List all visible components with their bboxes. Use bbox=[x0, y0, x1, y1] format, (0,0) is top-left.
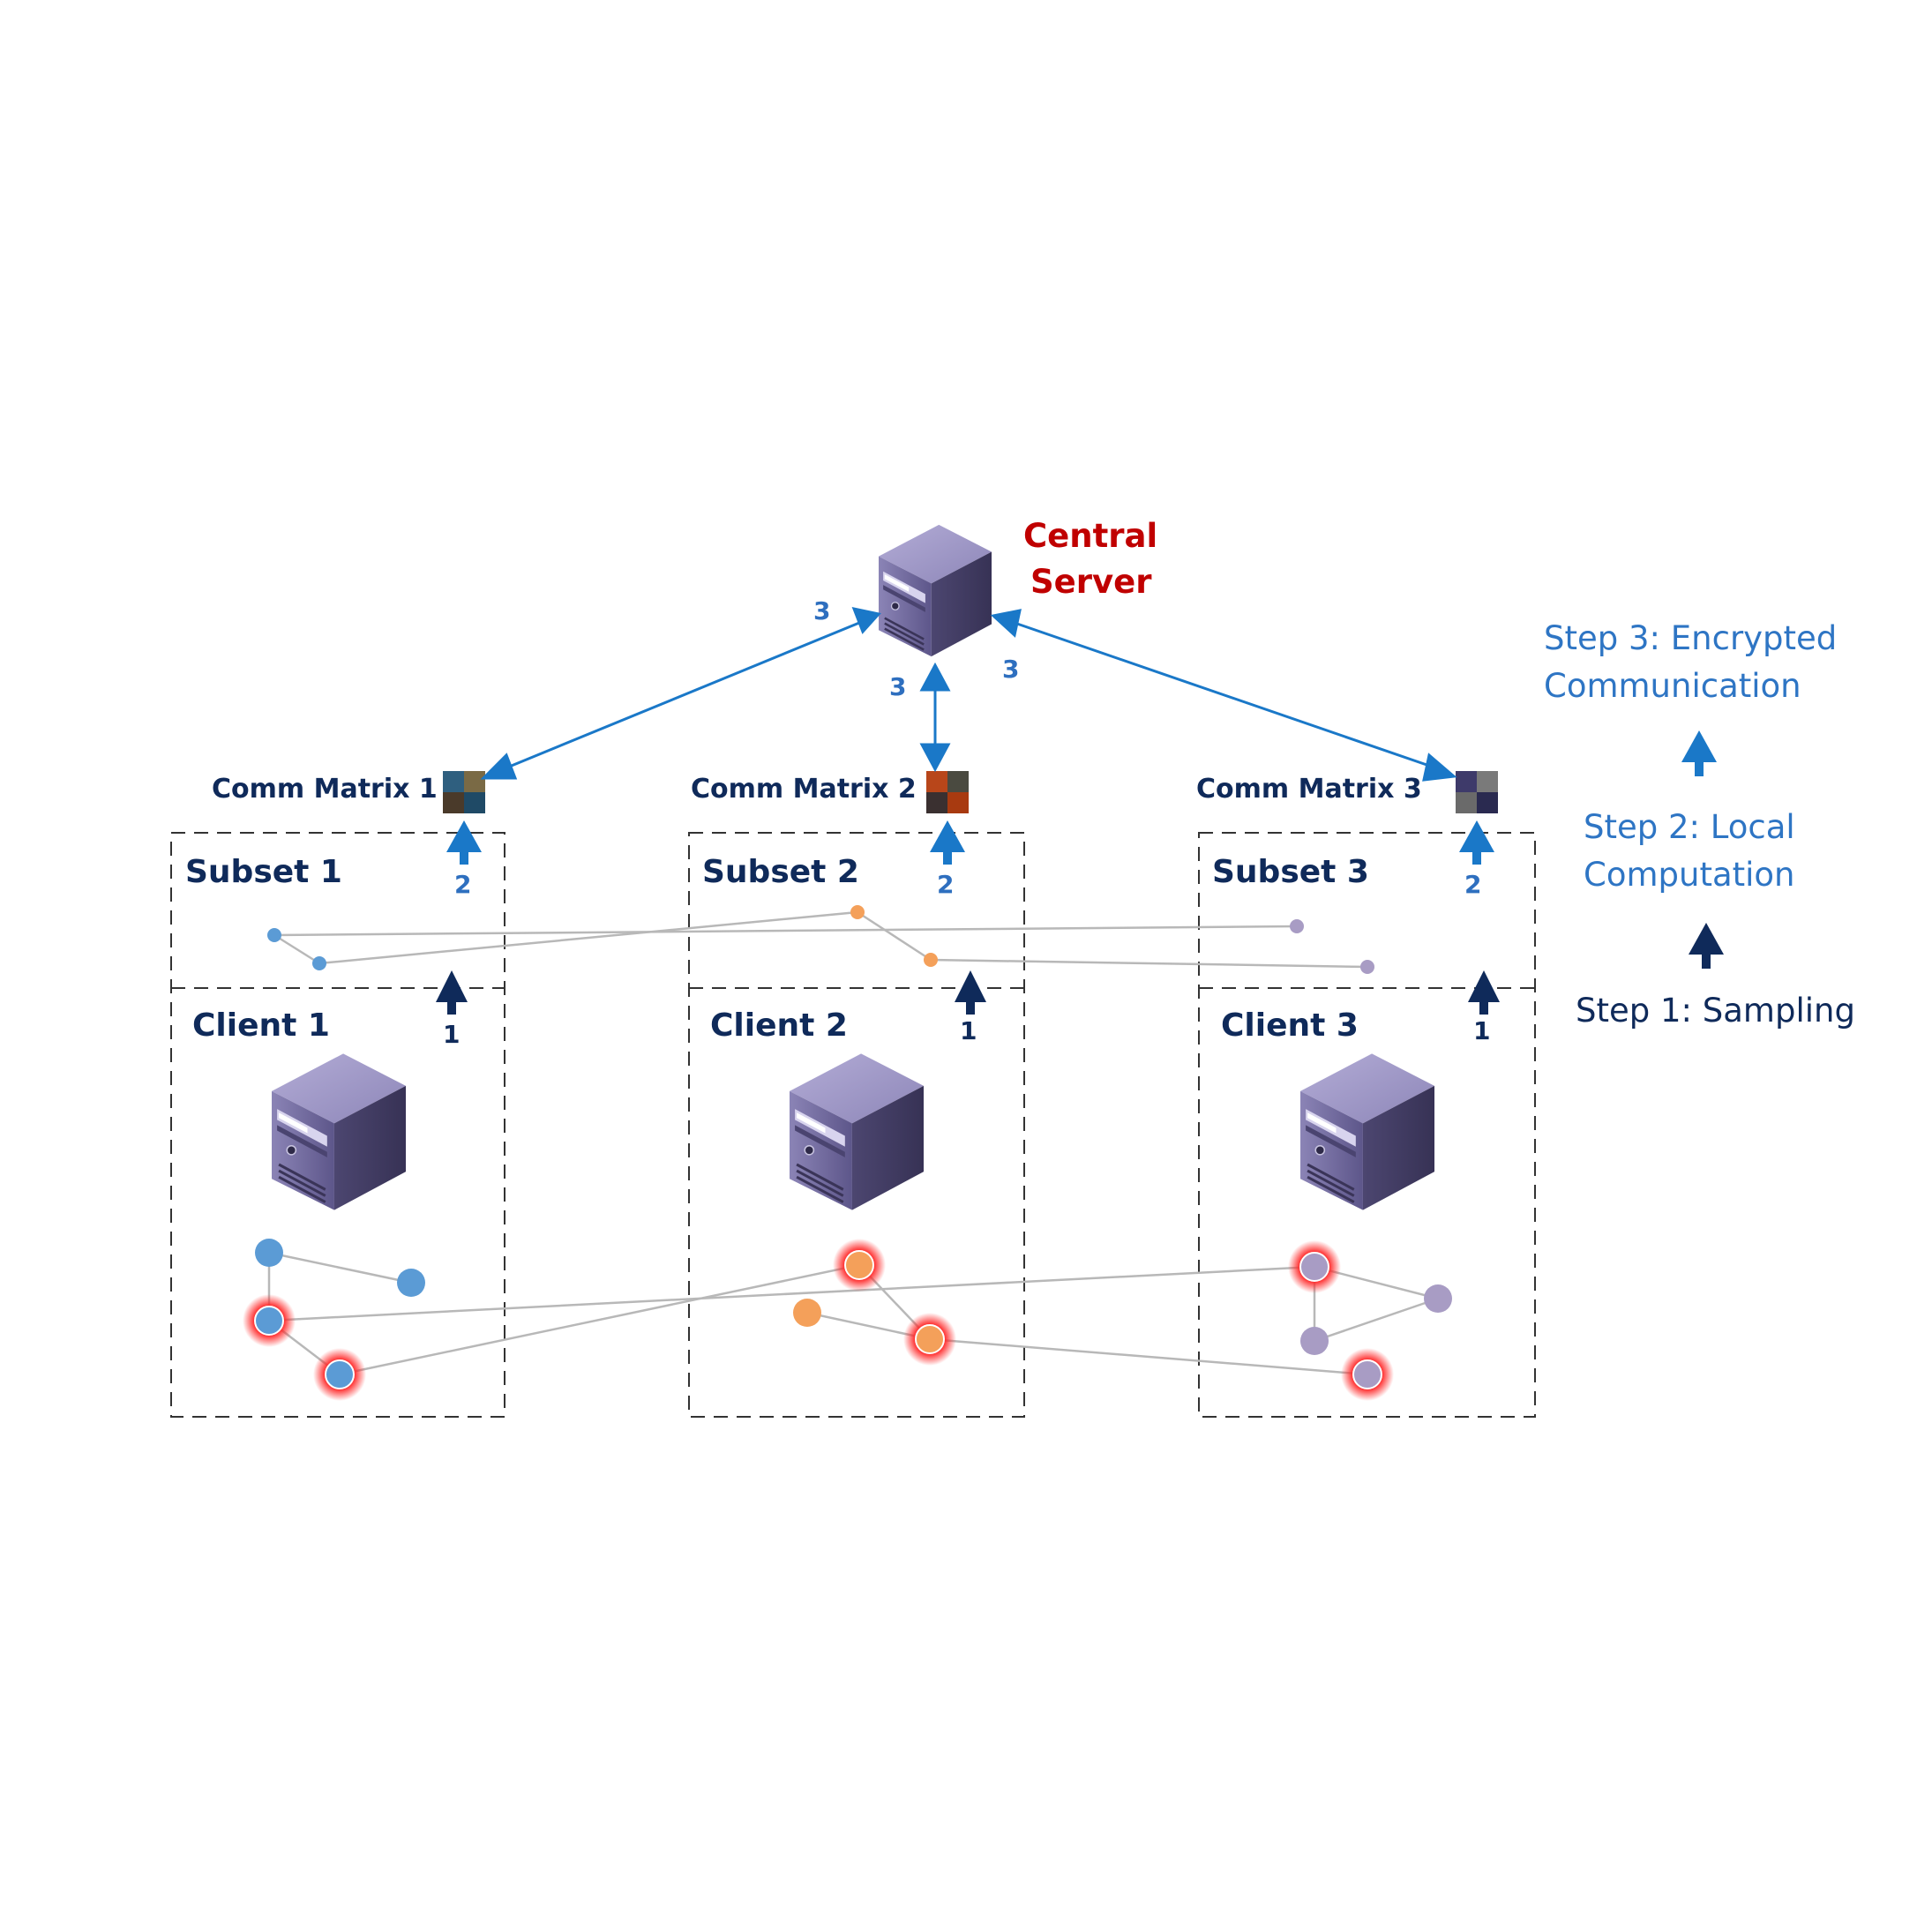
step3-number: 3 bbox=[1002, 655, 1019, 684]
step3-number: 3 bbox=[813, 596, 830, 625]
legend-step1: Step 1: Sampling bbox=[1576, 992, 1855, 1030]
comm-matrix-2-label: Comm Matrix 2 bbox=[691, 774, 917, 805]
subset2-node bbox=[850, 905, 865, 919]
client-1-label: Client 1 bbox=[192, 1007, 330, 1044]
subset-3-label: Subset 3 bbox=[1212, 854, 1369, 890]
client3-node bbox=[1424, 1284, 1452, 1313]
client1-node-highlighted bbox=[325, 1359, 355, 1389]
subset3-node bbox=[1360, 960, 1374, 974]
central-server-label-2: Server bbox=[1030, 563, 1152, 601]
legend-step3-line2: Communication bbox=[1544, 667, 1801, 705]
client-2-label: Client 2 bbox=[710, 1007, 848, 1044]
client1-node bbox=[397, 1269, 425, 1297]
comm-matrix-1-label: Comm Matrix 1 bbox=[212, 774, 438, 805]
comm-matrix-1-icon bbox=[443, 771, 485, 813]
client2-server-icon bbox=[790, 1052, 924, 1212]
subset1-node bbox=[267, 928, 281, 942]
subset-1-label: Subset 1 bbox=[185, 854, 342, 890]
comm-matrix-3-icon bbox=[1456, 771, 1498, 813]
legend-step2-line1: Step 2: Local bbox=[1584, 808, 1795, 846]
client1-server-icon bbox=[272, 1052, 406, 1212]
legend-step2-arrow bbox=[1689, 923, 1724, 955]
graph-edges bbox=[267, 910, 1439, 1376]
step2-number: 2 bbox=[454, 870, 471, 899]
client3-node-highlighted bbox=[1299, 1252, 1329, 1282]
step1-number: 1 bbox=[443, 1020, 460, 1049]
step2-arrows bbox=[446, 820, 1494, 865]
step2-number: 2 bbox=[1464, 870, 1481, 899]
step1-number: 1 bbox=[960, 1016, 977, 1045]
step3-number: 3 bbox=[889, 672, 906, 701]
comm-matrix-3-label: Comm Matrix 3 bbox=[1196, 774, 1422, 805]
client2-node-highlighted bbox=[844, 1250, 874, 1280]
step3-arrows bbox=[480, 606, 1457, 782]
central-server-label-1: Central bbox=[1023, 517, 1157, 555]
subset2-node bbox=[924, 953, 938, 967]
step1-number: 1 bbox=[1473, 1016, 1490, 1045]
subset-nodes bbox=[267, 905, 1374, 974]
client1-node-highlighted bbox=[254, 1306, 284, 1336]
subset-2-label: Subset 2 bbox=[702, 854, 859, 890]
legend-step3-arrow bbox=[1681, 730, 1717, 762]
legend-step2-line2: Computation bbox=[1584, 856, 1795, 894]
comm-matrix-2-icon bbox=[926, 771, 969, 813]
legend-step3-line1: Step 3: Encrypted bbox=[1544, 619, 1837, 657]
step2-number: 2 bbox=[937, 870, 954, 899]
client-3-label: Client 3 bbox=[1221, 1007, 1359, 1044]
step1-arrows bbox=[436, 970, 1500, 1015]
central-server-icon bbox=[879, 523, 992, 658]
legend-arrows bbox=[1681, 730, 1724, 969]
subset3-node bbox=[1290, 919, 1304, 933]
client3-node bbox=[1300, 1327, 1329, 1355]
subset1-node bbox=[312, 956, 326, 970]
client2-node bbox=[793, 1299, 821, 1327]
client3-node-highlighted bbox=[1352, 1359, 1382, 1389]
client3-server-icon bbox=[1300, 1052, 1434, 1212]
client2-node-highlighted bbox=[915, 1324, 945, 1354]
client-nodes bbox=[243, 1239, 1452, 1401]
client1-node bbox=[255, 1239, 283, 1267]
